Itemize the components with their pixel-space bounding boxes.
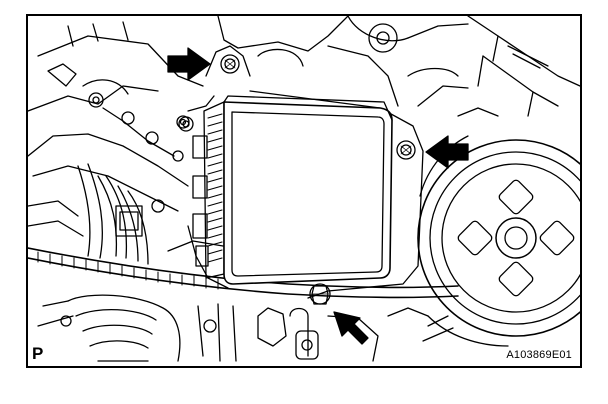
bolt-icon xyxy=(396,140,416,160)
crankshaft-pulley xyxy=(417,135,580,347)
bolt-icon xyxy=(309,283,331,305)
engine-background-left xyxy=(28,21,204,213)
view-letter: P xyxy=(32,344,44,363)
arrow-icon xyxy=(167,47,211,81)
bolt-icon xyxy=(176,115,190,129)
arrow-icon xyxy=(333,311,369,345)
bolt-icon xyxy=(220,54,240,74)
hoses-lower-left xyxy=(28,163,149,265)
drive-belt xyxy=(28,247,459,299)
upper-right-background xyxy=(217,16,580,117)
arrow-icon xyxy=(425,135,469,169)
lower-center-components xyxy=(197,303,454,362)
engine-illustration xyxy=(28,16,580,362)
ecu-module xyxy=(192,95,393,285)
illustration-frame: P A103869E01 xyxy=(26,14,582,368)
figure-code: A103869E01 xyxy=(506,349,572,361)
lower-left-pulley xyxy=(37,294,181,362)
